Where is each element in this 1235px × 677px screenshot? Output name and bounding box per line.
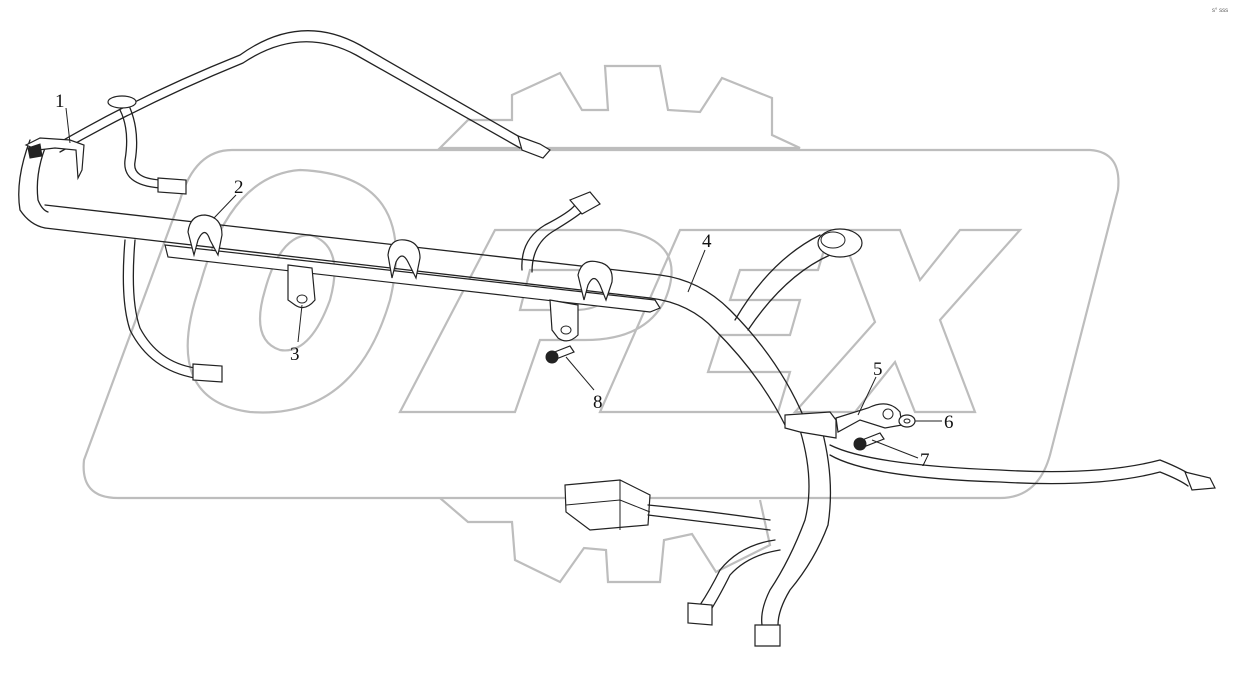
bracket-tab-mid (549, 299, 579, 342)
watermark-letter-x (792, 228, 1023, 414)
right-long-cable (829, 444, 1196, 479)
connector-right-far (1184, 471, 1216, 491)
upper-connector (517, 135, 551, 159)
main-trunk-bottom (44, 227, 786, 426)
down-tube-inner (777, 429, 832, 626)
grommet-top (107, 95, 137, 109)
callout-5: 5 (873, 359, 883, 380)
clamp-2a (187, 214, 223, 258)
bracket-tab-3 (287, 264, 316, 309)
callout-8: 8 (593, 392, 603, 413)
watermark-plate (82, 148, 1120, 500)
callout-2: 2 (234, 177, 244, 198)
bracket-5-hole (882, 408, 894, 420)
right-long-cable-inner (829, 454, 1189, 487)
connector-bottom-right (754, 624, 781, 647)
main-trunk-top (44, 204, 806, 421)
down-tube-outer (761, 429, 810, 626)
branch-middle-up-inner (531, 211, 583, 273)
leader-5 (857, 376, 877, 416)
leader-4 (687, 249, 706, 293)
leader-2 (213, 194, 237, 219)
callout-1: 1 (55, 91, 65, 112)
watermark-gear-bottom (439, 497, 772, 584)
callout-6: 6 (944, 412, 954, 433)
clamp-2c (577, 260, 613, 302)
connector-middle-top (568, 191, 601, 215)
connector-left-top (157, 177, 187, 195)
branch-left-top-inner (129, 107, 161, 181)
harness-drawing (18, 30, 1216, 647)
clamp-1-band (27, 143, 43, 159)
bracket-5 (784, 411, 837, 439)
clamp-2b (387, 239, 421, 280)
callout-7: 7 (920, 450, 930, 471)
watermark-logo (82, 64, 1120, 584)
connector-left-low (192, 363, 223, 383)
bolt-7-head (853, 437, 867, 451)
leader-7 (871, 439, 919, 459)
leader-3 (297, 304, 303, 343)
branch-left-top (119, 109, 161, 189)
washer-6 (898, 414, 916, 428)
leader-1 (65, 107, 71, 144)
box-connector-cable-inner (647, 514, 771, 531)
branch-bottom-left (699, 539, 776, 606)
callouts: 1 2 3 4 5 6 7 8 (55, 91, 954, 471)
bracket-hole-mid (560, 325, 572, 335)
bracket-hole-3 (296, 294, 308, 304)
elbow-fitting (817, 228, 863, 258)
leader-lines (65, 107, 942, 459)
branch-bottom-left-inner (711, 549, 781, 609)
clamp-1 (24, 137, 85, 181)
connector-bottom-left (687, 602, 713, 626)
bolt-8-head (545, 350, 559, 364)
callout-4: 4 (702, 231, 712, 252)
box-connector-cable (647, 504, 771, 521)
elbow-fitting-inner (820, 231, 846, 249)
bracket-5-arm (835, 403, 903, 433)
box-connector (564, 479, 651, 531)
washer-6-hole (903, 418, 911, 424)
upper-cable (54, 30, 526, 146)
mounting-rail (164, 244, 661, 313)
watermark-letter-e (598, 228, 832, 414)
elbow-tube-outer (734, 234, 821, 321)
elbow-tube-inner (747, 254, 831, 331)
left-tube-inner (36, 147, 49, 213)
upper-cable-inner (59, 41, 521, 153)
branch-left-low (122, 239, 196, 379)
watermark-gear (437, 64, 801, 150)
callout-3: 3 (290, 344, 300, 365)
watermark-letter-p (398, 228, 673, 414)
branch-left-low-inner (132, 239, 196, 369)
leader-8 (565, 356, 595, 391)
corner-mark: s° sss (1212, 8, 1228, 14)
branch-middle-up (521, 204, 576, 271)
left-tube-outer (18, 139, 46, 229)
